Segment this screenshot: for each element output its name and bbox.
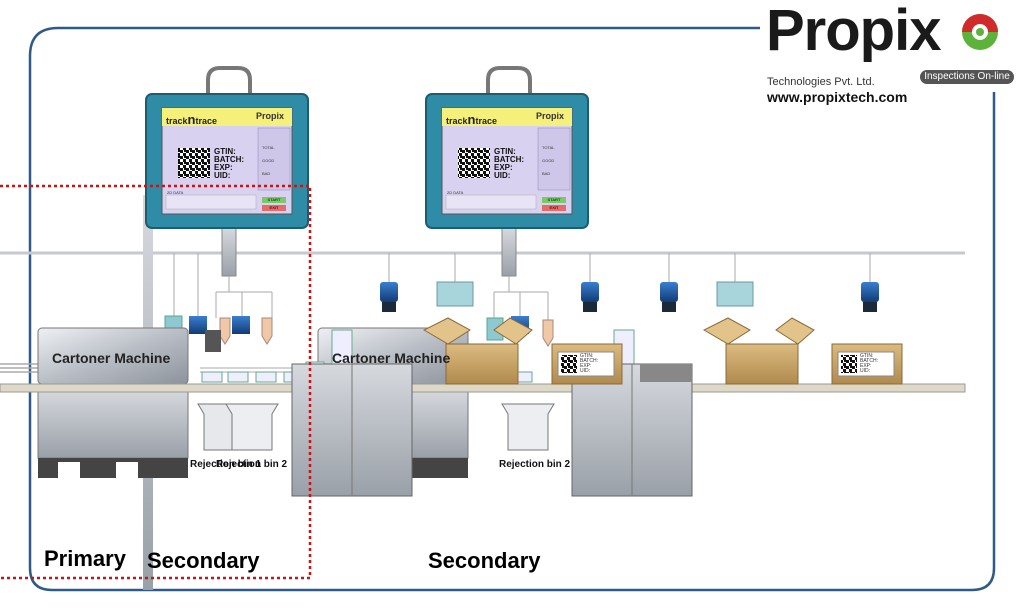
- screen-2-total: TOTAL: [542, 145, 555, 150]
- logo-url: www.propixtech.com: [767, 89, 908, 105]
- screen-1-gtin: GTIN:: [214, 147, 236, 156]
- carton-2-batch: BATCH:: [860, 358, 878, 364]
- monitor-2: [425, 66, 589, 229]
- screen-1-uid: UID:: [214, 171, 231, 180]
- carton-1-gtin: GTIN:: [580, 353, 594, 359]
- monitor-1-mount: [205, 227, 273, 352]
- carton-2-gtin: GTIN:: [860, 353, 874, 359]
- case-packer-1: [291, 363, 413, 497]
- carton-2-uid: UID:: [860, 368, 870, 374]
- screen-2-uid: UID:: [494, 171, 511, 180]
- screen-2-2d-data: 2D DATA: [447, 190, 464, 195]
- camera-icon: [232, 316, 250, 334]
- screen-1-batch: BATCH:: [214, 155, 245, 164]
- screen-1-bad: BAD: [262, 171, 271, 176]
- rejection-bin-3-label: Rejection bin 2: [499, 459, 571, 470]
- carton-2-exp: EXP:: [860, 363, 872, 369]
- case-packer-2: [571, 363, 693, 497]
- screen-1-total: TOTAL: [262, 145, 275, 150]
- logo-badge: Inspections On-line: [920, 70, 1014, 84]
- labelled-carton-2: [831, 343, 903, 385]
- labelled-carton-1: [551, 343, 623, 385]
- screen-1-good: GOOD: [262, 158, 275, 163]
- cartoner-machine-1: [37, 327, 189, 478]
- rejection-bin-1-label: Rejection bin 1: [190, 459, 262, 470]
- open-carton-1: [422, 317, 533, 385]
- carton-1-uid: UID:: [580, 368, 590, 374]
- screen-2-exp: EXP:: [494, 163, 513, 172]
- rejection-bin-2-label: Rejection bin 2: [216, 459, 288, 470]
- screen-2-good: GOOD: [542, 158, 555, 163]
- open-carton-2: [702, 317, 815, 385]
- screen-2-bad: BAD: [542, 171, 551, 176]
- outer-frame: [28, 26, 996, 592]
- logo-wordmark: Propix: [766, 0, 941, 63]
- camera-icon: [380, 282, 398, 302]
- stage-secondary-1-label: Secondary: [147, 548, 260, 573]
- screen-2-brand: trackntrace: [446, 112, 497, 127]
- screen-1-exit-button[interactable]: EXIT: [269, 205, 279, 210]
- infeed-lines: [0, 363, 40, 373]
- camera-icon: [581, 282, 599, 302]
- screen-1-start-button[interactable]: START: [267, 197, 281, 202]
- screen-2-start-button[interactable]: START: [547, 197, 561, 202]
- monitor-1: [145, 66, 309, 229]
- carton-1-exp: EXP:: [580, 363, 592, 369]
- screen-1-logo: Propix: [256, 111, 285, 121]
- screen-2-exit-button[interactable]: EXIT: [549, 205, 559, 210]
- screen-2-gtin: GTIN:: [494, 147, 516, 156]
- carton-1-batch: BATCH:: [580, 358, 598, 364]
- rejection-bin-3: [501, 403, 555, 451]
- camera-icon: [189, 316, 207, 334]
- screen-1-exp: EXP:: [214, 163, 233, 172]
- camera-icon: [861, 282, 879, 302]
- propix-emblem-icon: [962, 14, 998, 50]
- screen-1-2d-data: 2D DATA: [167, 190, 184, 195]
- screen-2-logo: Propix: [536, 111, 565, 121]
- stage-secondary-2-label: Secondary: [428, 548, 541, 573]
- screen-2-batch: BATCH:: [494, 155, 525, 164]
- cartoner-machine-2-label: Cartoner Machine: [332, 350, 451, 366]
- rejection-bin-2: [225, 403, 279, 451]
- screen-1-brand: trackntrace: [166, 112, 217, 127]
- primary-secondary-highlight: [0, 184, 312, 580]
- camera-icon: [660, 282, 678, 302]
- cartoner-machine-1-label: Cartoner Machine: [52, 350, 171, 366]
- stage-primary-label: Primary: [44, 546, 126, 571]
- logo-company: Technologies Pvt. Ltd.: [767, 76, 875, 88]
